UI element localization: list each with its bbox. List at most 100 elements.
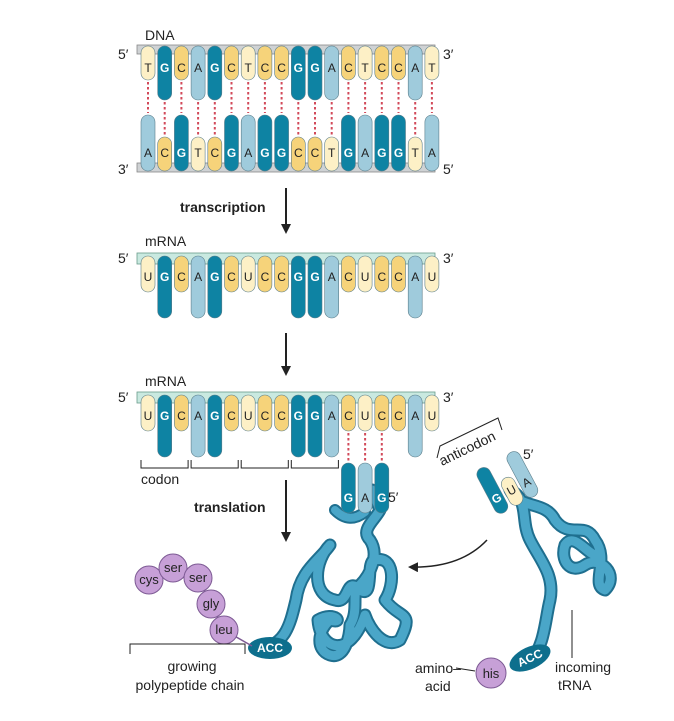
mrna1-base-17-shape [424, 255, 440, 293]
dna-bottom-base-0-shape [140, 114, 156, 172]
dna-top-base-4-letter: G [210, 61, 219, 75]
mrna2-base-6-shape [240, 394, 256, 432]
mrna1-base-4-letter: G [210, 270, 219, 284]
dna-bottom-base-8-letter: G [277, 146, 286, 160]
dna-bottom-base-17-shape [424, 114, 440, 172]
mrna2-base-5-letter: C [227, 409, 236, 423]
dna-top-base-1-letter: G [160, 61, 169, 75]
mrna1-base-11-letter: A [328, 270, 336, 284]
dna-bottom-base-10-shape [307, 136, 323, 172]
mrna2-three-prime: 3′ [443, 389, 454, 405]
dna-bottom-base-14-letter: G [377, 146, 386, 160]
mrna2-base-6-letter: U [244, 409, 253, 423]
codon-bracket-2 [240, 460, 289, 469]
dna-bottom-base-9-letter: C [294, 146, 303, 160]
mrna1-base-11-shape [324, 255, 340, 319]
dna-top-base-10-letter: G [310, 61, 319, 75]
mrna1-base-1-shape [157, 255, 172, 319]
dna-bottom-base-2-letter: G [177, 146, 186, 160]
dna-bottom-base-5-shape [224, 114, 239, 172]
bound-trna-neck [331, 506, 369, 522]
mrna2-base-13-letter: U [361, 409, 370, 423]
bound-anticodon-base-1-shape [357, 462, 373, 514]
free-anticodon-base-2-shape [506, 451, 539, 498]
mrna2-base-5-shape [224, 394, 239, 432]
dna-top-base-6-shape [240, 45, 256, 81]
incoming-trna [503, 483, 617, 669]
dna-label: DNA [145, 27, 175, 43]
mrna2-base-1-letter: G [160, 409, 169, 423]
mrna1-base-3-letter: A [194, 270, 202, 284]
mrna1-base-15-shape [391, 255, 406, 293]
dna-top-base-17-shape [424, 45, 440, 81]
amino-acid-gly-circle [196, 589, 226, 619]
dna-top-base-5-letter: C [227, 61, 236, 75]
amino-acid-leu-label: leu [215, 622, 232, 637]
bound-trna-outline [249, 483, 413, 663]
mrna2-base-17-shape [424, 394, 440, 432]
bound-trna-five-prime: 5′ [388, 489, 399, 505]
bound-anticodon-base-0-shape [341, 462, 356, 514]
dna-top-base-7-letter: C [261, 61, 270, 75]
dna-top-base-15-shape [391, 45, 406, 81]
dna-top-five-prime: 5′ [118, 46, 129, 62]
mrna2-base-0-letter: U [144, 409, 153, 423]
mrna2-base-4-letter: G [210, 409, 219, 423]
incoming-trna-body [505, 485, 615, 667]
polypeptide-chain-label: polypeptide chain [136, 677, 245, 693]
dna-bottom-base-8-shape [274, 114, 289, 172]
mrna1-base-17-letter: U [428, 270, 437, 284]
bound-acc-label: ACC [257, 641, 283, 655]
dna-bottom-base-3-shape [190, 136, 206, 172]
mrna1-base-3-shape [190, 255, 206, 319]
dna-top-base-10-shape [307, 45, 323, 101]
mrna2-base-3-letter: A [194, 409, 202, 423]
dna-bottom-base-7-shape [257, 114, 273, 172]
mrna1-base-6-shape [240, 255, 256, 293]
mrna2-base-8-letter: C [277, 409, 286, 423]
dna-top-base-0-shape [140, 45, 156, 81]
mrna1-base-10-letter: G [310, 270, 319, 284]
dna-top-base-13-shape [357, 45, 373, 81]
dna-bottom-base-5-letter: G [227, 146, 236, 160]
dna-top-base-12-shape [341, 45, 356, 81]
mrna1-base-12-shape [341, 255, 356, 293]
dna-bottom-base-0-letter: A [144, 146, 152, 160]
dna-top-base-6-letter: T [245, 61, 253, 75]
dna-bottom-base-1-shape [157, 136, 172, 172]
growing-label: growing [167, 658, 216, 674]
mrna1-base-5-shape [224, 255, 239, 293]
mrna2-base-2-letter: C [177, 409, 186, 423]
mrna2-base-16-letter: A [411, 409, 419, 423]
mrna1-base-13-letter: U [361, 270, 370, 284]
dna-top-base-15-letter: C [394, 61, 403, 75]
mrna2-base-10-shape [307, 394, 323, 458]
incoming-acc-shape [509, 644, 551, 672]
mrna2-base-15-shape [391, 394, 406, 432]
dna-bottom-base-6-shape [240, 114, 256, 172]
mrna1-base-13-shape [357, 255, 373, 293]
dna-top-base-16-shape [407, 45, 423, 101]
mrna2-base-14-letter: C [377, 409, 386, 423]
mrna2-base-9-shape [290, 394, 306, 458]
dna-bottom-base-12-letter: G [344, 146, 353, 160]
mrna1-base-9-shape [290, 255, 306, 319]
dna-top-base-9-shape [290, 45, 306, 101]
mrna2-base-2-shape [174, 394, 189, 432]
mrna1-base-12-letter: C [344, 270, 353, 284]
dna-bottom-base-10-letter: C [311, 146, 320, 160]
bound-acc-shape [248, 637, 292, 659]
dna-top-base-0-letter: T [144, 61, 152, 75]
mrna1-base-6-letter: U [244, 270, 253, 284]
bound-anticodon-base-2-shape [374, 462, 390, 514]
dna-bottom-base-1-letter: C [160, 146, 169, 160]
mrna2-base-16-shape [407, 394, 423, 458]
incoming-acc-stem: ACC [509, 644, 551, 672]
mrna1-base-2-shape [174, 255, 189, 293]
mrna1-base-16-shape [407, 255, 423, 319]
